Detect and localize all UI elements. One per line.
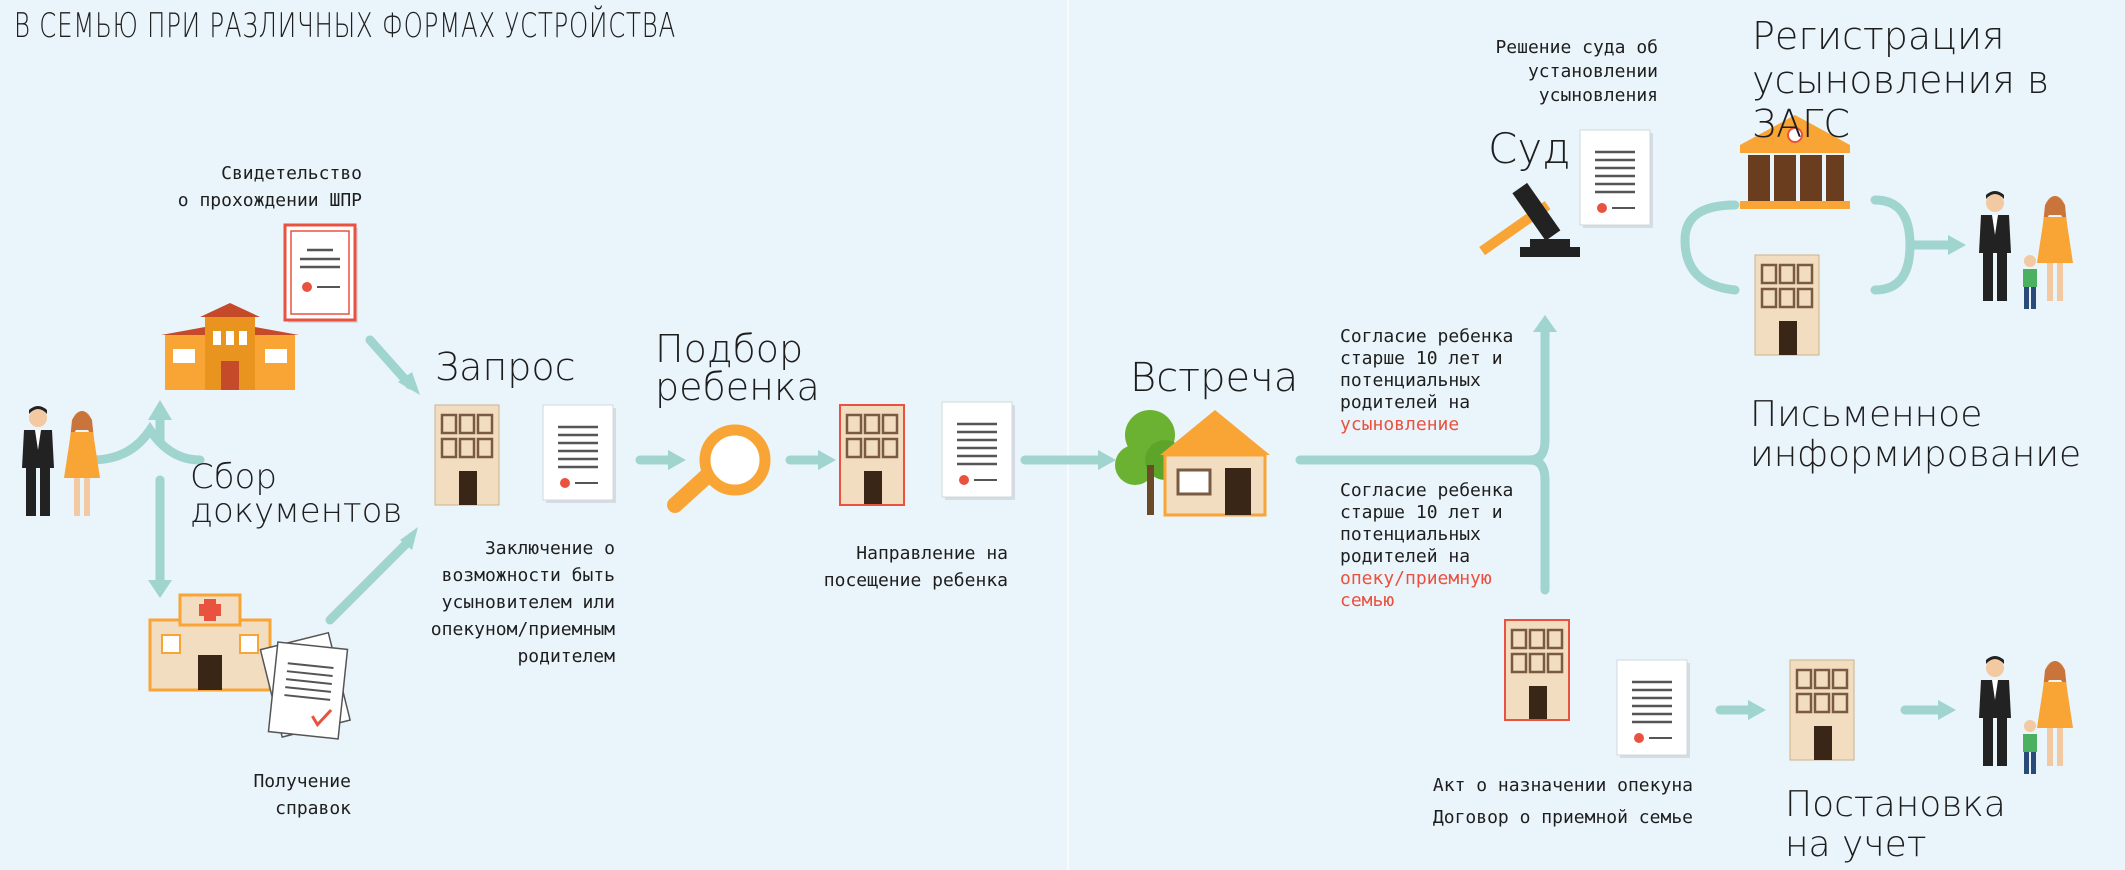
selection-caption: Направление на посещение ребенка [823, 543, 1008, 591]
papers-icon [259, 631, 352, 740]
court-heading: Суд [1488, 124, 1571, 173]
registration-heading: Постановка на учет [1785, 784, 2006, 865]
section-divider [1067, 0, 1069, 870]
consent-adoption-highlight: усыновление [1340, 414, 1460, 435]
registry-heading: Регистрация усыновления в ЗАГС [1752, 14, 2050, 146]
meeting-heading: Встреча [1130, 355, 1299, 401]
court-decision-label: Решение суда об установлении усыновления [1495, 37, 1658, 106]
consent-adoption: Согласие ребенка старше 10 лет и потенци… [1340, 326, 1540, 436]
selection-heading: Подбор ребенка [655, 327, 820, 409]
page-title: В СЕМЬЮ ПРИ РАЗЛИЧНЫХ ФОРМАХ УСТРОЙСТВА [14, 6, 676, 46]
hospital-icon [148, 593, 272, 692]
consent-guardian: Согласие ребенка старше 10 лет и потенци… [1340, 480, 1540, 612]
building-icon [1788, 658, 1856, 762]
building-icon [1503, 618, 1571, 722]
references-label: Получение справок [253, 771, 351, 819]
magnifier-icon [667, 424, 771, 513]
building-icon [433, 403, 501, 507]
family-icon [1979, 656, 2073, 774]
building-icon [1753, 253, 1821, 357]
consent-guardian-highlight: опеку/приемную семью [1340, 568, 1492, 611]
building-icon [838, 403, 906, 507]
family-icon [1979, 191, 2073, 309]
request-caption: Заключение о возможности быть усыновител… [430, 538, 615, 667]
request-heading: Запрос [435, 345, 576, 389]
document-icon [940, 400, 1017, 502]
collect-documents-heading: Сбор документов [190, 457, 403, 531]
certificate-label: Свидетельство о прохождении ШПР [177, 163, 362, 211]
courthouse-icon [1740, 115, 1850, 209]
school-building-icon [161, 303, 299, 390]
document-icon [1578, 128, 1655, 230]
house-icon [1115, 410, 1270, 517]
consent-guardian-text: Согласие ребенка старше 10 лет и потенци… [1340, 480, 1514, 567]
gavel-icon [1479, 182, 1580, 257]
consent-adoption-text: Согласие ребенка старше 10 лет и потенци… [1340, 326, 1514, 413]
certificate-icon [283, 223, 358, 323]
written-notice-heading: Письменное информирование [1750, 394, 2082, 475]
document-icon [1615, 658, 1692, 760]
guardian-act-label: Акт о назначении опекуна Договор о прием… [1432, 775, 1693, 828]
family-icon [22, 406, 100, 516]
document-icon [541, 403, 618, 505]
